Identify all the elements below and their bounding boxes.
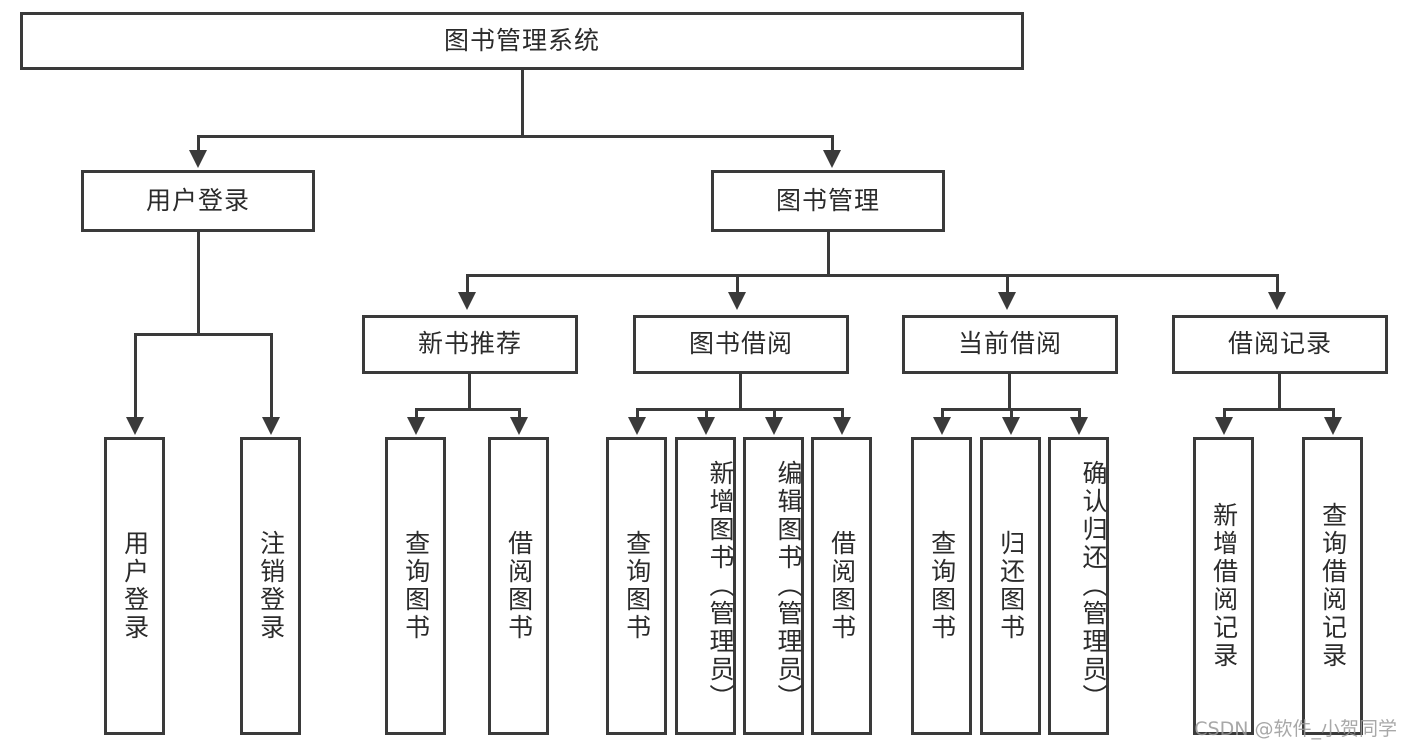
node-label: 当前借阅 — [957, 329, 1062, 359]
leaf-return-book[interactable]: 归还图书 — [980, 437, 1041, 735]
leaf-edit-book[interactable]: 编辑图书（管理员） — [743, 437, 804, 735]
arrow-leaf-add-book — [697, 417, 715, 435]
node-label: 用户登录 — [145, 185, 250, 215]
arrow-leaf-confirm-return — [1070, 417, 1088, 435]
node-label: 用户登录 — [120, 530, 150, 642]
edge-user-login-drop-1 — [134, 333, 137, 419]
edge-book-borrow-stem — [739, 374, 742, 410]
leaf-confirm-return[interactable]: 确认归还（管理员） — [1048, 437, 1109, 735]
node-label: 图书借阅 — [688, 329, 793, 359]
edge-borrow-record-drop-2 — [1332, 408, 1335, 420]
node-label: 查询图书 — [622, 530, 652, 642]
leaf-add-record[interactable]: 新增借阅记录 — [1193, 437, 1254, 735]
node-label: 归还图书 — [996, 530, 1026, 642]
leaf-query-book-1[interactable]: 查询图书 — [385, 437, 446, 735]
edge-borrow-record-bus — [1223, 408, 1335, 411]
arrow-to-borrow-record — [1268, 292, 1286, 310]
node-book-borrow[interactable]: 图书借阅 — [633, 315, 849, 374]
arrow-leaf-user-login — [126, 417, 144, 435]
edge-new-book-drop-1 — [415, 408, 418, 420]
edge-root-to-book-management — [831, 135, 834, 153]
node-label: 查询借阅记录 — [1318, 502, 1348, 670]
node-label: 注销登录 — [256, 530, 286, 642]
node-label: 借阅记录 — [1227, 329, 1332, 359]
edge-current-borrow-stem — [1008, 374, 1011, 410]
node-label: 借阅图书 — [504, 530, 534, 642]
arrow-leaf-return-book — [1002, 417, 1020, 435]
edge-new-book-drop-2 — [518, 408, 521, 420]
edge-root-to-user-login — [197, 135, 200, 153]
edge-book-borrow-bus — [636, 408, 844, 411]
node-label: 图书管理 — [775, 185, 880, 215]
edge-user-login-drop-2 — [270, 333, 273, 419]
edge-current-borrow-drop-1 — [941, 408, 944, 420]
arrow-to-book-management — [823, 150, 841, 168]
leaf-query-book-3[interactable]: 查询图书 — [911, 437, 972, 735]
edge-book-management-stem — [827, 232, 830, 276]
leaf-query-record[interactable]: 查询借阅记录 — [1302, 437, 1363, 735]
arrow-to-book-borrow — [728, 292, 746, 310]
edge-new-book-bus — [415, 408, 521, 411]
edge-drop-current-borrow — [1006, 274, 1009, 294]
node-label: 新增图书（管理员） — [706, 460, 735, 712]
edge-user-login-bus — [134, 333, 272, 336]
edge-book-borrow-drop-3 — [773, 408, 776, 420]
node-current-borrow[interactable]: 当前借阅 — [902, 315, 1118, 374]
edge-new-book-stem — [468, 374, 471, 410]
edge-drop-book-borrow — [736, 274, 739, 294]
node-label: 编辑图书（管理员） — [774, 460, 803, 712]
edge-book-borrow-drop-4 — [841, 408, 844, 420]
node-label: 新增借阅记录 — [1209, 502, 1239, 670]
node-new-book-recommend[interactable]: 新书推荐 — [362, 315, 578, 374]
arrow-leaf-query-book-2 — [628, 417, 646, 435]
node-borrow-record[interactable]: 借阅记录 — [1172, 315, 1388, 374]
node-root-system[interactable]: 图书管理系统 — [20, 12, 1024, 70]
watermark-text: CSDN @软件_小贺同学 — [1194, 718, 1397, 740]
arrow-to-user-login — [189, 150, 207, 168]
leaf-user-login[interactable]: 用户登录 — [104, 437, 165, 735]
arrow-to-new-book-recommend — [458, 292, 476, 310]
arrow-leaf-query-book-1 — [407, 417, 425, 435]
arrow-leaf-query-book-3 — [933, 417, 951, 435]
arrow-leaf-borrow-book-2 — [833, 417, 851, 435]
node-user-login[interactable]: 用户登录 — [81, 170, 315, 232]
leaf-query-book-2[interactable]: 查询图书 — [606, 437, 667, 735]
edge-drop-new-book — [466, 274, 469, 294]
leaf-borrow-book-2[interactable]: 借阅图书 — [811, 437, 872, 735]
edge-root-bus — [197, 135, 834, 138]
edge-book-borrow-drop-2 — [705, 408, 708, 420]
leaf-borrow-book-1[interactable]: 借阅图书 — [488, 437, 549, 735]
node-label: 查询图书 — [401, 530, 431, 642]
arrow-leaf-borrow-book-1 — [510, 417, 528, 435]
node-label: 查询图书 — [927, 530, 957, 642]
edge-drop-borrow-record — [1276, 274, 1279, 294]
node-label: 新书推荐 — [417, 329, 522, 359]
leaf-logout[interactable]: 注销登录 — [240, 437, 301, 735]
leaf-add-book[interactable]: 新增图书（管理员） — [675, 437, 736, 735]
node-label: 确认归还（管理员） — [1079, 460, 1108, 712]
edge-current-borrow-drop-2 — [1010, 408, 1013, 420]
edge-book-borrow-drop-1 — [636, 408, 639, 420]
arrow-leaf-add-record — [1215, 417, 1233, 435]
edge-root-stem — [521, 70, 524, 137]
edge-current-borrow-drop-3 — [1078, 408, 1081, 420]
arrow-leaf-edit-book — [765, 417, 783, 435]
edge-user-login-stem — [197, 232, 200, 335]
node-label: 借阅图书 — [827, 530, 857, 642]
edge-borrow-record-drop-1 — [1223, 408, 1226, 420]
arrow-leaf-logout — [262, 417, 280, 435]
edge-level3-bus — [466, 274, 1278, 277]
node-label: 图书管理系统 — [443, 25, 600, 55]
node-book-management[interactable]: 图书管理 — [711, 170, 945, 232]
arrow-to-current-borrow — [998, 292, 1016, 310]
arrow-leaf-query-record — [1324, 417, 1342, 435]
edge-borrow-record-stem — [1278, 374, 1281, 410]
